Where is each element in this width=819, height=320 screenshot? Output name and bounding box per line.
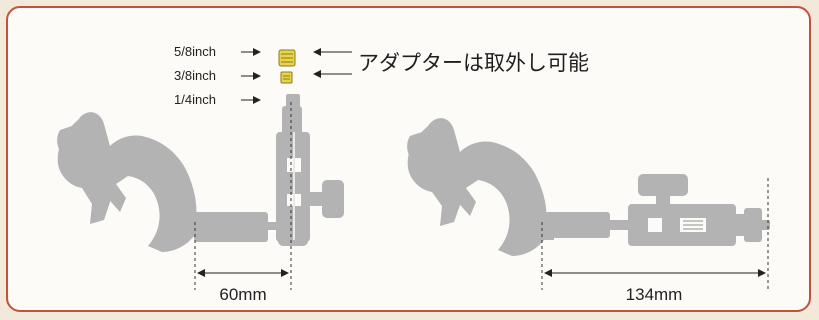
adapter-3-8-icon — [280, 71, 293, 84]
clamp-diagram: 5/8inch 3/8inch 1/4inch アダプターは取外し可能 60mm — [57, 44, 770, 304]
label-1-4-inch: 1/4inch — [174, 92, 216, 107]
removable-adapter-note: アダプターは取外し可能 — [358, 52, 589, 75]
left-width-label: 60mm — [219, 285, 266, 304]
right-adapter-thread — [683, 220, 703, 230]
adapter-5-8-icon — [278, 49, 296, 67]
label-5-8-inch: 5/8inch — [174, 44, 216, 59]
figure-frame: 5/8inch 3/8inch 1/4inch アダプターは取外し可能 60mm — [6, 6, 811, 312]
left-clamp-illustration — [57, 94, 344, 252]
right-width-label: 134mm — [626, 285, 683, 304]
label-3-8-inch: 3/8inch — [174, 68, 216, 83]
right-clamp-illustration — [407, 118, 770, 256]
